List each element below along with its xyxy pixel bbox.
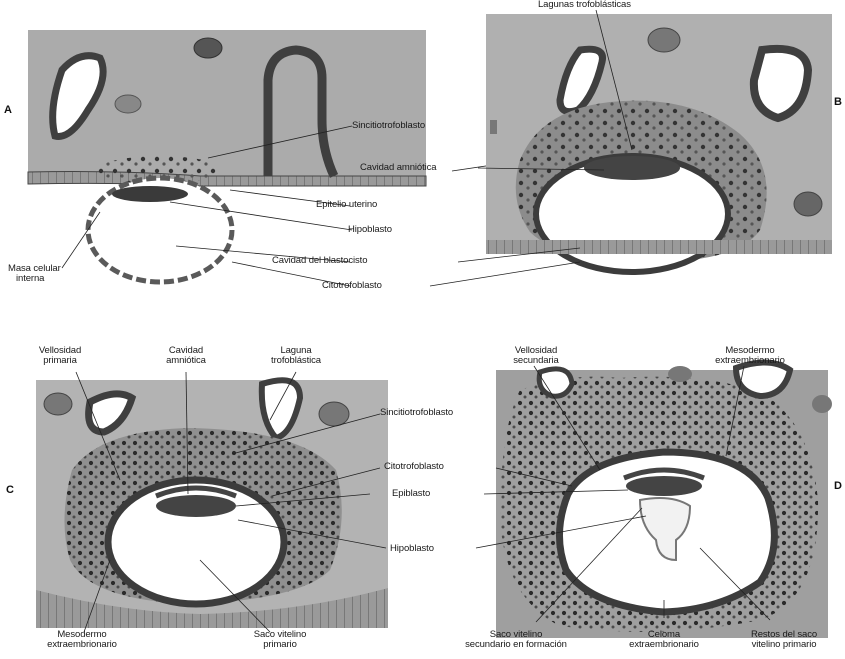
label-citotrofoblasto-a: Citotrofoblasto bbox=[322, 281, 382, 291]
label-lagunas-trofoblasticas: Lagunas trofoblásticas bbox=[538, 0, 631, 10]
panel-b-vessel-2 bbox=[794, 192, 822, 216]
label-citotrofoblasto-c: Citotrofoblasto bbox=[384, 462, 444, 472]
panel-letter-c: C bbox=[6, 484, 14, 496]
panel-b-embryo-disc bbox=[584, 156, 680, 180]
panel-b-marker bbox=[490, 120, 497, 134]
panel-c bbox=[36, 372, 388, 632]
panel-d-vessel bbox=[668, 366, 692, 382]
panel-a-vessel bbox=[194, 38, 222, 58]
panel-d-vessel-2 bbox=[812, 395, 832, 413]
panel-a bbox=[28, 30, 540, 286]
panel-d-epiblast bbox=[626, 476, 702, 496]
label-sincitiotrofoblasto-c: Sincitiotrofoblasto bbox=[380, 408, 453, 418]
panel-b-vessel bbox=[648, 28, 680, 52]
panel-letter-a: A bbox=[4, 104, 12, 116]
panel-c-vessel-2 bbox=[319, 402, 349, 426]
panel-a-inner-mass bbox=[112, 186, 188, 202]
label-sincitiotrofoblasto-a: Sincitiotrofoblasto bbox=[352, 121, 425, 131]
label-epitelio-uterino: Epitelio uterino bbox=[316, 200, 377, 210]
panel-b bbox=[430, 10, 832, 286]
panel-letter-b: B bbox=[834, 96, 842, 108]
panel-letter-d: D bbox=[834, 480, 842, 492]
panel-a-vessel-2 bbox=[115, 95, 141, 113]
label-hipoblasto-a: Hipoblasto bbox=[348, 225, 392, 235]
label-hipoblasto-c: Hipoblasto bbox=[390, 544, 434, 554]
panel-b-epithelium bbox=[486, 240, 832, 254]
panel-c-epiblast bbox=[156, 495, 236, 517]
panel-b-gland-2 bbox=[754, 49, 808, 118]
label-cavidad-amniotica-a: Cavidad amniótica bbox=[360, 163, 436, 173]
label-cavidad-blastocisto: Cavidad del blastocisto bbox=[272, 256, 367, 266]
panel-d bbox=[476, 362, 832, 638]
label-epiblasto: Epiblasto bbox=[392, 489, 430, 499]
panel-c-vessel bbox=[44, 393, 72, 415]
